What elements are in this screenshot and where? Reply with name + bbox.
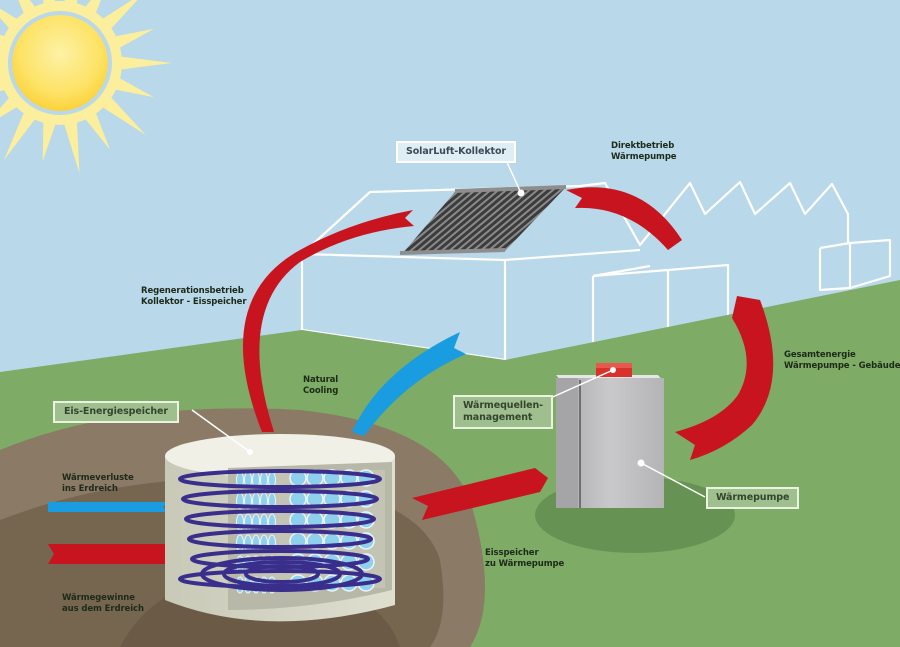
regeneration-label: Regenerationsbetrieb Kollektor - Eisspei… <box>141 286 247 307</box>
heat-exchanger-coil <box>178 469 382 489</box>
heat-gain-label: Wärmegewinne aus dem Erdreich <box>62 593 144 614</box>
solar-collector-label: SolarLuft-Kollektor <box>396 141 517 163</box>
heat-exchanger-coil <box>244 564 320 584</box>
sun-ray <box>4 101 43 160</box>
heat-loss-label: Wärmeverluste ins Erdreich <box>62 473 134 494</box>
total-energy-arrow <box>675 296 774 460</box>
natural-cooling-label: Natural Cooling <box>303 375 339 396</box>
storage-to-pump-arrow <box>412 468 548 520</box>
storage-to-pump-label: Eisspeicher zu Wärmepumpe <box>485 548 565 569</box>
ice-tank-icon <box>165 409 395 622</box>
heat-pump-icon <box>545 363 706 508</box>
sun-ray <box>0 55 11 71</box>
arrows <box>48 187 774 564</box>
heat-exchanger-coil <box>200 556 364 592</box>
sun-ray <box>42 110 60 162</box>
heat-source-management-label: Wärmequellen- management <box>453 395 553 429</box>
sun-ray <box>92 88 146 135</box>
regeneration-arrow <box>242 210 414 432</box>
direct-operation-label: Direktbetrieb Wärmepumpe <box>611 141 677 162</box>
sun-icon <box>0 0 172 174</box>
natural-cooling-arrow <box>352 332 466 436</box>
heat-loss-arrow <box>48 502 168 512</box>
sun-ray <box>77 101 110 150</box>
sun-ray <box>103 28 154 54</box>
ice-ball <box>289 490 307 508</box>
heat-gain-arrow <box>48 544 176 564</box>
sun-ray <box>92 0 138 38</box>
heat-exchanger-coil <box>184 509 376 529</box>
direct-operation-arrow <box>566 187 682 250</box>
ice-ball <box>236 534 244 552</box>
solar-collector-icon <box>399 159 567 255</box>
ice-storage-label: Eis-Energiespeicher <box>53 401 179 423</box>
building-outline-icon <box>300 180 892 362</box>
sun-ray <box>103 72 154 98</box>
heat-exchanger-coil <box>181 489 379 509</box>
heat-pump-label: Wärmepumpe <box>706 487 800 509</box>
total-energy-label: Gesamtenergie Wärmepumpe - Gebäude <box>784 350 900 371</box>
heat-exchanger-coil <box>222 560 342 588</box>
heat-exchanger-coil <box>187 529 373 549</box>
sun-ray <box>60 110 80 174</box>
sun-ray <box>109 55 172 71</box>
ice-ball <box>244 534 252 552</box>
